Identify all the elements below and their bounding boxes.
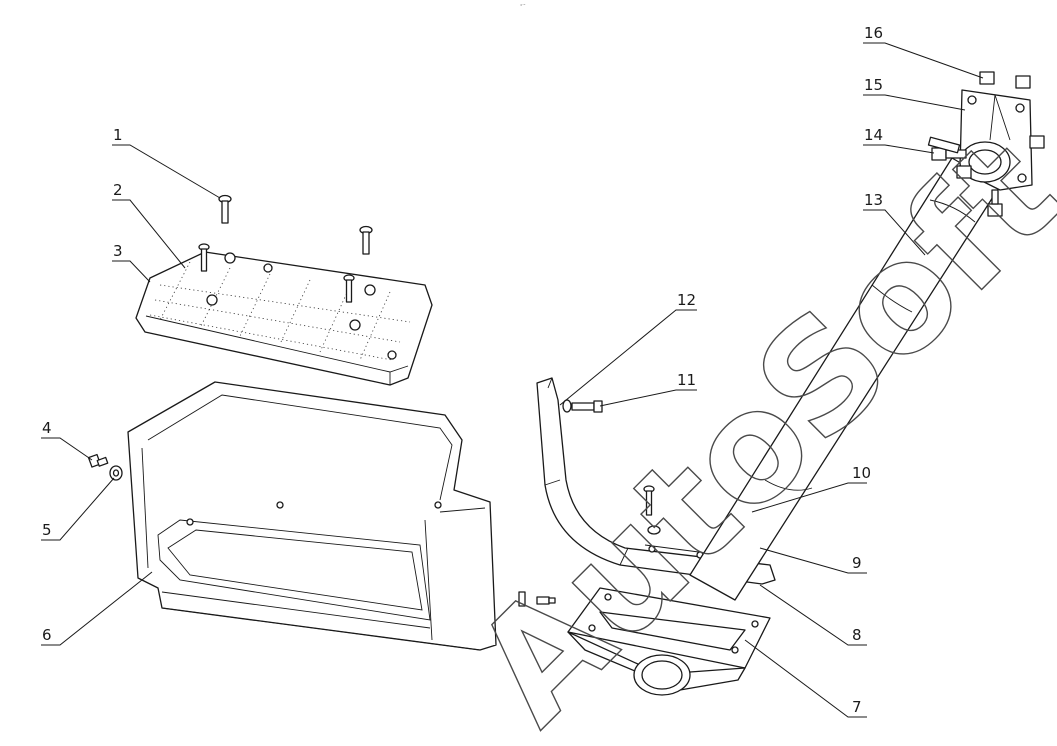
bolt-top-e [987,189,1003,217]
top-flange [959,89,1033,191]
svg-text:16: 16 [864,24,883,42]
callout-13: 13 [863,191,926,256]
bolt-11 [562,399,603,413]
svg-text:9: 9 [852,554,862,572]
callout-9: 9 [759,547,867,574]
washer-5 [109,465,123,481]
nut-16b [1015,75,1031,89]
callout-3: 3 [112,242,151,283]
callout-15: 15 [863,76,966,111]
bolt-1b [359,225,373,255]
bolt-top-f [927,136,961,154]
callout-7: 7 [744,639,867,718]
bolt-top-c [1029,135,1045,149]
callout-1: 1 [112,126,221,199]
svg-text:12: 12 [677,291,696,309]
bolt-tread-a [198,243,210,272]
svg-text:3: 3 [113,242,123,260]
small-bolt-4 [87,453,109,468]
mounting-bracket [567,587,771,696]
svg-text:10: 10 [852,464,871,482]
svg-text:15: 15 [864,76,883,94]
svg-text:8: 8 [852,626,862,644]
bolt-1 [218,194,232,224]
svg-text:13: 13 [864,191,883,209]
bolt-tread-b [343,274,355,303]
svg-text:1: 1 [113,126,123,144]
callout-4: 4 [41,419,93,461]
bolt-top-d [956,165,972,179]
callout-5: 5 [41,477,115,541]
callout-14: 14 [863,126,935,154]
callout-16: 16 [863,24,984,79]
svg-text:7: 7 [852,698,862,716]
svg-text:11: 11 [677,371,696,389]
step-frame [127,381,497,651]
nut-16a [979,71,995,85]
callout-8: 8 [759,584,867,646]
callout-11: 11 [599,371,697,407]
bolt-10a [643,485,661,535]
small-bolt-nut [518,591,556,607]
top-mark: °′″ [520,4,526,10]
callout-12: 12 [559,291,697,406]
callout-10: 10 [751,464,871,513]
svg-text:4: 4 [42,419,52,437]
svg-text:5: 5 [42,521,52,539]
svg-text:14: 14 [864,126,883,144]
callout-2: 2 [112,181,186,269]
svg-text:2: 2 [113,181,123,199]
step-tread-plate [135,251,433,386]
callout-6: 6 [41,571,153,646]
svg-text:6: 6 [42,626,52,644]
